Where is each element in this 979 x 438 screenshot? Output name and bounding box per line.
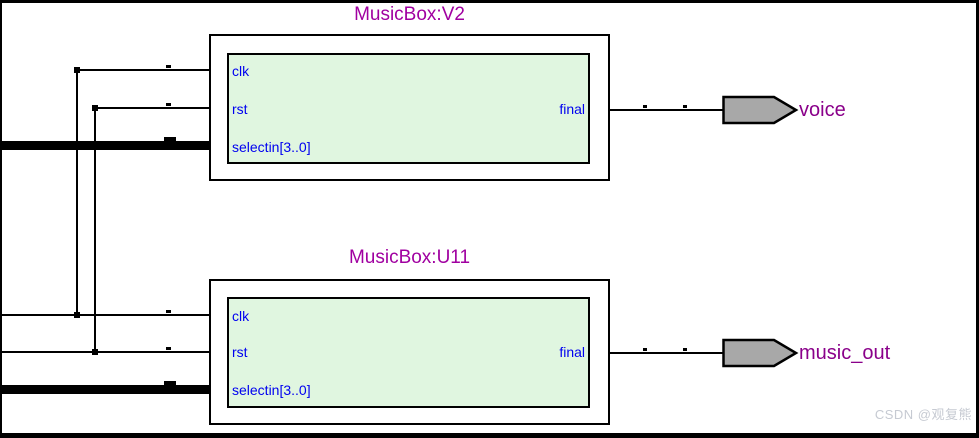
wire-tick bbox=[683, 105, 687, 108]
net-clk-vertical[interactable] bbox=[76, 70, 78, 316]
port-label-final: final bbox=[559, 101, 585, 117]
net-final-to-voice[interactable] bbox=[609, 109, 723, 111]
net-clk-to-instance0[interactable] bbox=[76, 69, 209, 71]
net-clk-to-instance1[interactable] bbox=[0, 314, 209, 316]
port-label-selectin: selectin[3..0] bbox=[232, 382, 311, 398]
wire-tick bbox=[166, 310, 171, 313]
junction-dot bbox=[92, 349, 98, 355]
port-label-final: final bbox=[559, 344, 585, 360]
instance-title: MusicBox:U11 bbox=[348, 247, 471, 268]
output-pin-name-music-out: music_out bbox=[799, 342, 891, 364]
output-pin-symbol[interactable] bbox=[722, 338, 800, 370]
junction-dot bbox=[74, 312, 80, 318]
port-label-selectin: selectin[3..0] bbox=[232, 139, 311, 155]
output-pin-name-voice: voice bbox=[799, 99, 846, 121]
wire-tick bbox=[683, 348, 687, 351]
wire-tick bbox=[166, 103, 171, 106]
wire-tick bbox=[643, 348, 647, 351]
output-pin-shape bbox=[722, 338, 799, 368]
port-label-rst: rst bbox=[232, 101, 248, 117]
viewport-border-top bbox=[0, 0, 979, 3]
port-label-clk: clk bbox=[232, 63, 250, 79]
net-final-to-music-out[interactable] bbox=[609, 352, 723, 354]
output-pin-shape bbox=[722, 95, 799, 125]
port-label-rst: rst bbox=[232, 344, 248, 360]
viewport-border-right bbox=[976, 0, 979, 438]
bus-tick bbox=[164, 137, 176, 141]
net-selectin-bus-instance0[interactable] bbox=[0, 141, 211, 150]
viewport-border-left bbox=[0, 0, 2, 438]
net-rst-vertical[interactable] bbox=[94, 108, 96, 354]
junction-dot bbox=[92, 105, 98, 111]
instance-title: MusicBox:V2 bbox=[354, 4, 465, 25]
output-pin-symbol[interactable] bbox=[722, 95, 800, 127]
port-label-clk: clk bbox=[232, 308, 250, 324]
net-rst-to-instance0[interactable] bbox=[94, 107, 209, 109]
bus-tick bbox=[164, 381, 176, 385]
wire-tick bbox=[166, 65, 171, 68]
wire-tick bbox=[643, 105, 647, 108]
module-block-body bbox=[227, 53, 590, 164]
net-selectin-bus-instance1[interactable] bbox=[0, 385, 211, 394]
viewport-border-bottom bbox=[0, 433, 979, 438]
wire-tick bbox=[166, 347, 171, 350]
net-rst-to-instance1[interactable] bbox=[0, 351, 209, 353]
junction-dot bbox=[74, 67, 80, 73]
module-block-body bbox=[227, 297, 590, 408]
csdn-watermark: CSDN @观复熊 bbox=[874, 407, 972, 422]
